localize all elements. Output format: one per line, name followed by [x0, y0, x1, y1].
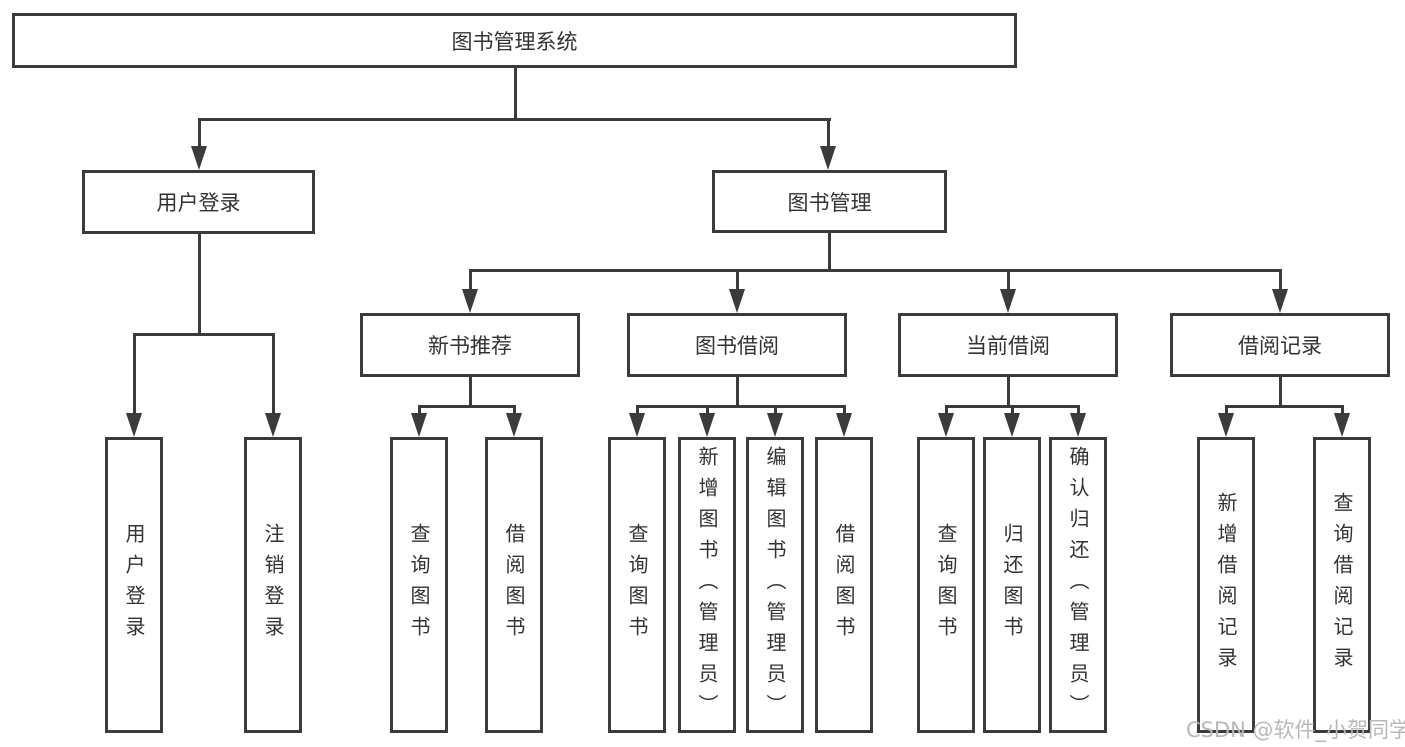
arrow-down-icon	[1272, 289, 1288, 313]
connector-line	[1225, 405, 1344, 408]
arrow-down-icon	[729, 289, 745, 313]
leaf-edit-book-admin-label: 编辑图书（管理员）	[763, 445, 787, 725]
connector-line	[706, 405, 709, 419]
connector-line	[774, 405, 777, 419]
leaf-logout: 注销登录	[244, 437, 302, 733]
connector-line	[418, 405, 421, 419]
connector-line	[198, 118, 201, 150]
leaf-query-borrow-record-label: 查询借阅记录	[1330, 492, 1354, 678]
connector-line	[198, 234, 201, 335]
leaf-add-book-admin-label: 新增图书（管理员）	[695, 445, 719, 725]
leaf-query-books-borrow: 查询图书	[608, 437, 666, 733]
leaf-user-login-label: 用户登录	[122, 523, 146, 647]
leaf-borrow-books-borrow-label: 借阅图书	[832, 523, 856, 647]
arrow-down-icon	[126, 413, 142, 437]
node-book-management: 图书管理	[712, 170, 947, 233]
arrow-down-icon	[938, 413, 954, 437]
arrow-down-icon	[1070, 413, 1086, 437]
connector-line	[736, 377, 739, 407]
arrow-down-icon	[629, 413, 645, 437]
arrow-down-icon	[820, 146, 836, 170]
connector-line	[1225, 405, 1228, 419]
leaf-borrow-books-borrow: 借阅图书	[815, 437, 873, 733]
arrow-down-icon	[1000, 289, 1016, 313]
arrow-down-icon	[699, 413, 715, 437]
connector-line	[513, 405, 516, 419]
leaf-add-book-admin: 新增图书（管理员）	[678, 437, 736, 733]
node-book-management-label: 图书管理	[787, 190, 872, 215]
node-borrow-records-label: 借阅记录	[1238, 334, 1322, 358]
leaf-confirm-return-admin-label: 确认归还（管理员）	[1066, 445, 1090, 725]
node-root: 图书管理系统	[12, 13, 1017, 68]
connector-line	[1279, 269, 1282, 295]
node-user-login-label: 用户登录	[156, 191, 241, 215]
leaf-query-books-borrow-label: 查询图书	[625, 523, 649, 647]
connector-line	[1007, 377, 1010, 407]
leaf-query-books-recommend: 查询图书	[390, 437, 448, 733]
leaf-confirm-return-admin: 确认归还（管理员）	[1049, 437, 1107, 733]
node-user-login: 用户登录	[82, 170, 315, 234]
node-new-book-recommend-label: 新书推荐	[428, 334, 512, 358]
leaf-logout-label: 注销登录	[261, 523, 285, 647]
leaf-borrow-books-recommend: 借阅图书	[485, 437, 543, 733]
arrow-down-icon	[506, 413, 522, 437]
connector-line	[1007, 269, 1010, 295]
node-root-label: 图书管理系统	[451, 29, 578, 54]
node-book-borrow-label: 图书借阅	[695, 334, 779, 358]
leaf-add-borrow-record: 新增借阅记录	[1197, 437, 1255, 733]
arrow-down-icon	[836, 413, 852, 437]
arrow-down-icon	[411, 413, 427, 437]
connector-line	[272, 333, 275, 417]
arrow-down-icon	[191, 146, 207, 170]
node-current-borrow-label: 当前借阅	[966, 334, 1050, 358]
connector-line	[1279, 377, 1282, 407]
node-borrow-records: 借阅记录	[1170, 313, 1390, 377]
connector-line	[469, 269, 472, 295]
node-current-borrow: 当前借阅	[898, 313, 1118, 377]
connector-line	[133, 333, 275, 336]
arrow-down-icon	[462, 289, 478, 313]
connector-line	[1077, 405, 1080, 419]
arrow-down-icon	[767, 413, 783, 437]
leaf-query-books-current-label: 查询图书	[934, 523, 958, 647]
leaf-borrow-books-recommend-label: 借阅图书	[502, 523, 526, 647]
connector-line	[945, 405, 948, 419]
connector-line	[827, 118, 830, 150]
connector-line	[514, 68, 517, 120]
connector-line	[469, 377, 472, 407]
connector-line	[133, 333, 136, 417]
connector-line	[418, 405, 516, 408]
connector-line	[736, 269, 739, 295]
connector-line	[828, 233, 831, 271]
connector-line	[469, 269, 1282, 272]
connector-line	[1011, 405, 1014, 419]
leaf-add-borrow-record-label: 新增借阅记录	[1214, 492, 1238, 678]
arrow-down-icon	[1218, 413, 1234, 437]
leaf-user-login: 用户登录	[105, 437, 163, 733]
arrow-down-icon	[265, 413, 281, 437]
connector-line	[636, 405, 846, 408]
node-new-book-recommend: 新书推荐	[360, 313, 580, 377]
watermark: CSDN @软件_小贺同学	[1186, 718, 1405, 742]
leaf-query-books-recommend-label: 查询图书	[407, 523, 431, 647]
leaf-return-books: 归还图书	[983, 437, 1041, 733]
connector-line	[843, 405, 846, 419]
leaf-query-borrow-record: 查询借阅记录	[1313, 437, 1371, 733]
leaf-query-books-current: 查询图书	[917, 437, 975, 733]
connector-line	[636, 405, 639, 419]
arrow-down-icon	[1004, 413, 1020, 437]
leaf-edit-book-admin: 编辑图书（管理员）	[746, 437, 804, 733]
node-book-borrow: 图书借阅	[627, 313, 847, 377]
arrow-down-icon	[1334, 413, 1350, 437]
leaf-return-books-label: 归还图书	[1000, 523, 1024, 647]
connector-line	[1341, 405, 1344, 419]
connector-line	[198, 118, 831, 121]
